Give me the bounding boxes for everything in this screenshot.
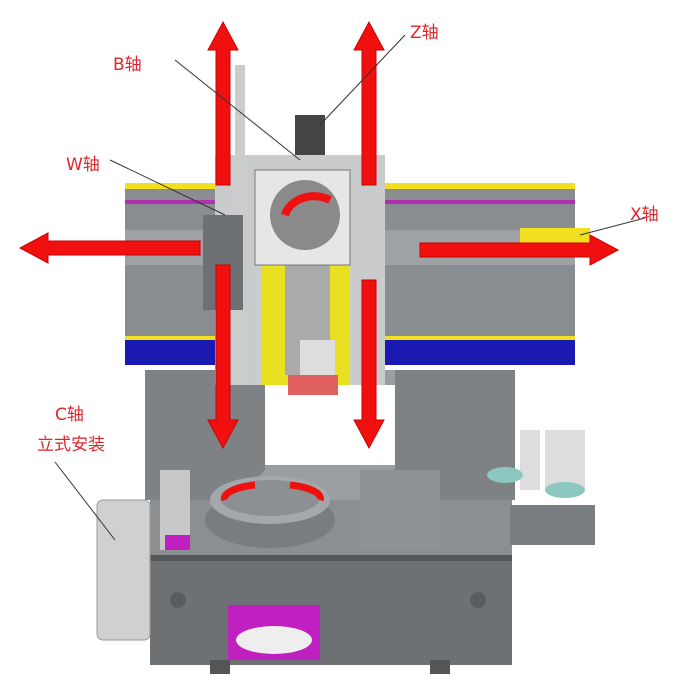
label-c-axis-note: 立式安装 <box>37 435 105 455</box>
machine-base <box>145 370 515 674</box>
arrow-z-down <box>353 279 385 450</box>
arrow-z-up <box>353 20 385 186</box>
arrow-rotate-c <box>221 481 324 502</box>
arrow-x-right <box>419 234 620 266</box>
arrow-b-up <box>207 20 239 186</box>
label-c-axis: C轴 <box>55 405 84 425</box>
label-x-axis: X轴 <box>630 205 659 225</box>
label-w-axis: W轴 <box>66 155 100 175</box>
leader-lines <box>54 34 646 541</box>
rotary-table <box>160 470 335 550</box>
arrow-x-left <box>18 232 201 264</box>
tool-magazine <box>360 430 595 550</box>
z-column <box>203 65 385 395</box>
arrow-b-down <box>207 264 239 450</box>
arrow-rotate-b <box>281 192 332 217</box>
label-z-axis: Z轴 <box>410 23 439 43</box>
c-axis-motor <box>96 499 151 641</box>
label-b-axis: B轴 <box>113 55 142 75</box>
